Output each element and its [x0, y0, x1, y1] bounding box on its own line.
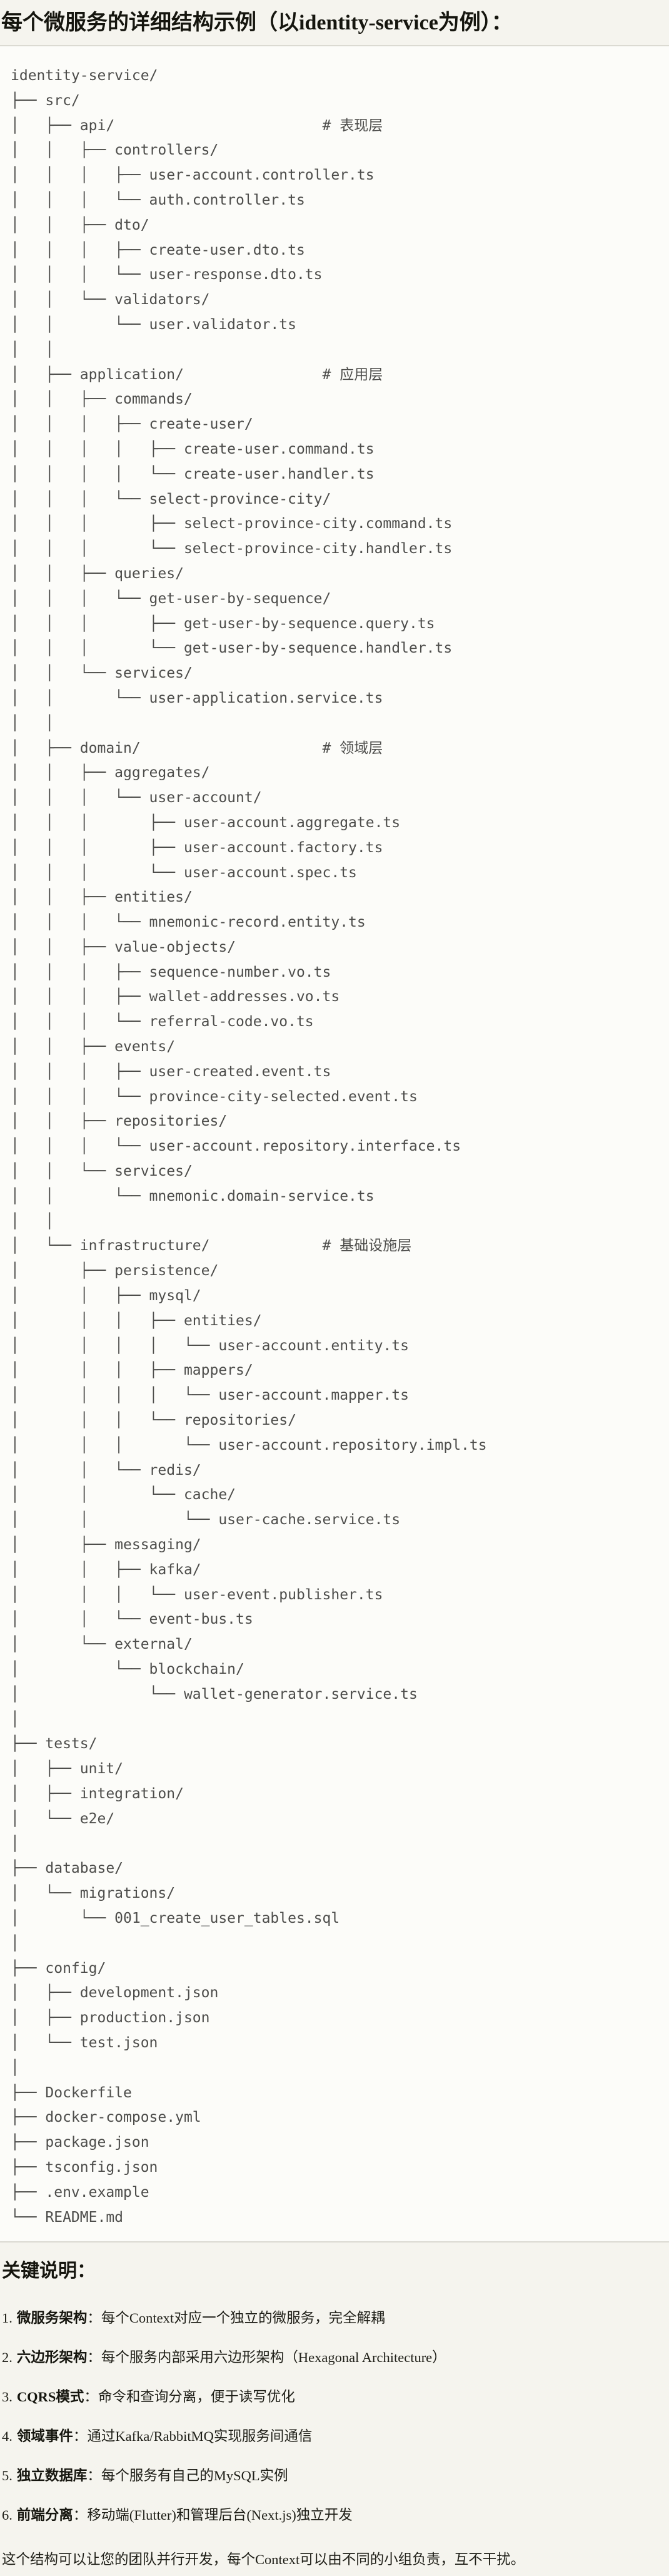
note-item: 1.微服务架构：每个Context对应一个独立的微服务，完全解耦 — [2, 2309, 665, 2328]
note-item: 4.领域事件：通过Kafka/RabbitMQ实现服务间通信 — [2, 2427, 665, 2446]
code-block: identity-service/ ├── src/ │ ├── api/ # … — [0, 45, 669, 2243]
page-title: 每个微服务的详细结构示例（以identity-service为例）： — [1, 11, 513, 34]
note-text: ：移动端(Flutter)和管理后台(Next.js)独立开发 — [73, 2507, 353, 2523]
note-text: ：通过Kafka/RabbitMQ实现服务间通信 — [73, 2428, 313, 2445]
note-item: 3.CQRS模式：命令和查询分离，便于读写优化 — [2, 2388, 665, 2406]
note-text: ：每个服务内部采用六边形架构（Hexagonal Architecture） — [87, 2349, 446, 2366]
note-number: 6. — [2, 2507, 13, 2523]
note-number: 3. — [2, 2389, 13, 2405]
note-label: 前端分离 — [16, 2507, 73, 2523]
note-item: 5.独立数据库：每个服务有自己的MySQL实例 — [2, 2467, 665, 2485]
note-text: ：每个Context对应一个独立的微服务，完全解耦 — [87, 2310, 385, 2326]
note-number: 1. — [2, 2310, 13, 2326]
note-item: 2.六边形架构：每个服务内部采用六边形架构（Hexagonal Architec… — [2, 2348, 665, 2367]
note-text: ：命令和查询分离，便于读写优化 — [84, 2389, 295, 2405]
directory-tree: identity-service/ ├── src/ │ ├── api/ # … — [11, 68, 487, 2226]
note-item: 6.前端分离：移动端(Flutter)和管理后台(Next.js)独立开发 — [2, 2506, 665, 2525]
notes-heading: 关键说明： — [2, 2261, 96, 2282]
note-label: 领域事件 — [16, 2428, 73, 2445]
note-label: 六边形架构 — [16, 2349, 88, 2366]
note-label: 独立数据库 — [16, 2468, 88, 2484]
key-notes-section: 关键说明： 1.微服务架构：每个Context对应一个独立的微服务，完全解耦 2… — [0, 2243, 669, 2569]
note-label: 微服务架构 — [16, 2310, 88, 2326]
note-number: 4. — [2, 2428, 13, 2445]
note-number: 2. — [2, 2349, 13, 2366]
note-label: CQRS模式 — [16, 2389, 84, 2405]
note-text: ：每个服务有自己的MySQL实例 — [87, 2468, 288, 2484]
note-number: 5. — [2, 2468, 13, 2484]
closing-paragraph: 这个结构可以让您的团队并行开发，每个Context可以由不同的小组负责，互不干扰… — [2, 2552, 525, 2568]
